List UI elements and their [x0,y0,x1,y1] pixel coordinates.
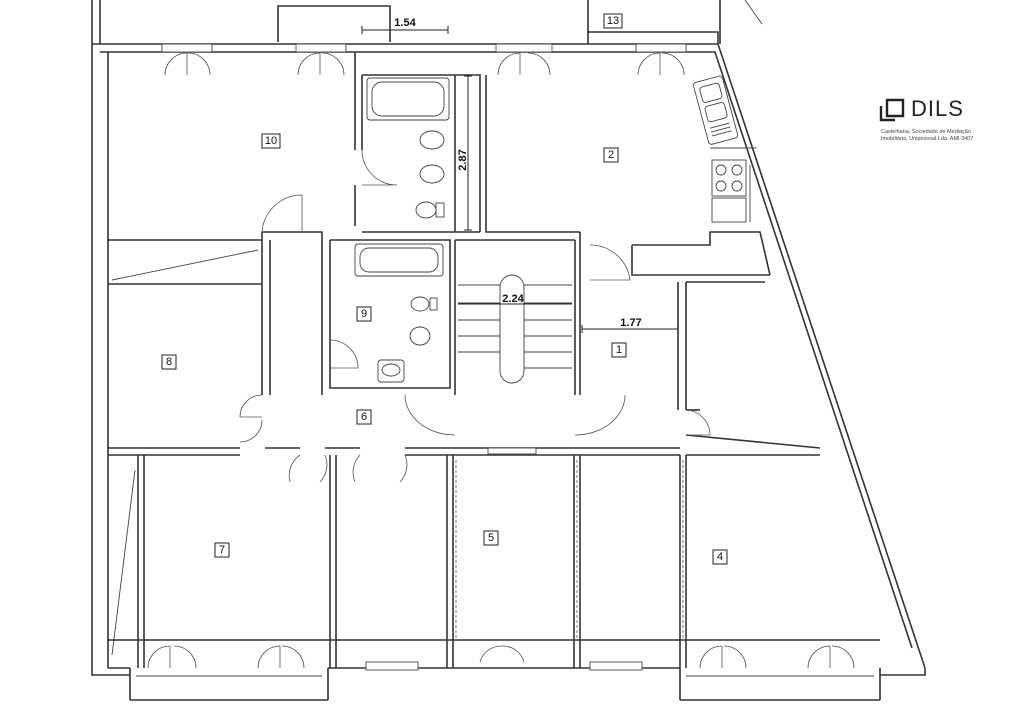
svg-text:9: 9 [361,308,367,320]
room-label-9: 9 [356,306,372,322]
svg-text:5: 5 [488,532,494,544]
kitchen-sink [693,75,739,145]
brand-tagline-1: Castelhana, Sociedade de Mediação [881,129,971,135]
svg-text:10: 10 [265,135,277,147]
sink-1 [419,130,445,150]
dim-top: 1.54 [394,17,416,29]
dimensions: 1.54 2.87 2.24 1.77 [361,17,679,333]
room-label-6: 6 [356,409,372,425]
room-labels: 10 2 13 9 8 1 6 7 5 4 [161,13,728,565]
room-label-13: 13 [603,13,623,29]
sink-2 [419,164,445,184]
svg-text:6: 6 [361,411,367,423]
brand-name: DILS [911,96,964,121]
kitchen-stove [711,159,751,223]
svg-text:8: 8 [166,356,172,368]
room-label-7: 7 [214,542,230,558]
toilet-9 [410,296,430,312]
bidet-9 [409,326,431,346]
svg-text:1: 1 [616,344,622,356]
room-label-8: 8 [161,354,177,370]
windows [161,43,687,671]
dim-vertical: 2.87 [457,149,469,170]
interior-walls [108,52,880,668]
top-balconies [91,0,763,44]
svg-text:13: 13 [607,15,619,27]
room-label-2: 2 [603,147,619,163]
dils-logo-mark-icon [879,98,905,122]
room-label-5: 5 [483,530,499,546]
room-label-1: 1 [611,342,627,358]
bathtub-top [366,77,450,121]
bathtub-9 [354,243,444,277]
svg-text:7: 7 [219,544,225,556]
room-label-4: 4 [712,549,728,565]
dim-room1: 1.77 [620,317,641,329]
dim-stair: 2.24 [502,293,524,305]
brand-tagline-2: Imobiliária, Unipessoal Lda. AMI 3407 [881,136,974,142]
room-label-10: 10 [261,133,281,149]
door-swings [147,52,855,669]
fixtures [354,75,751,384]
svg-text:2: 2 [608,149,614,161]
toilet-top [415,201,437,219]
staircase [458,274,572,384]
svg-text:4: 4 [717,551,723,563]
